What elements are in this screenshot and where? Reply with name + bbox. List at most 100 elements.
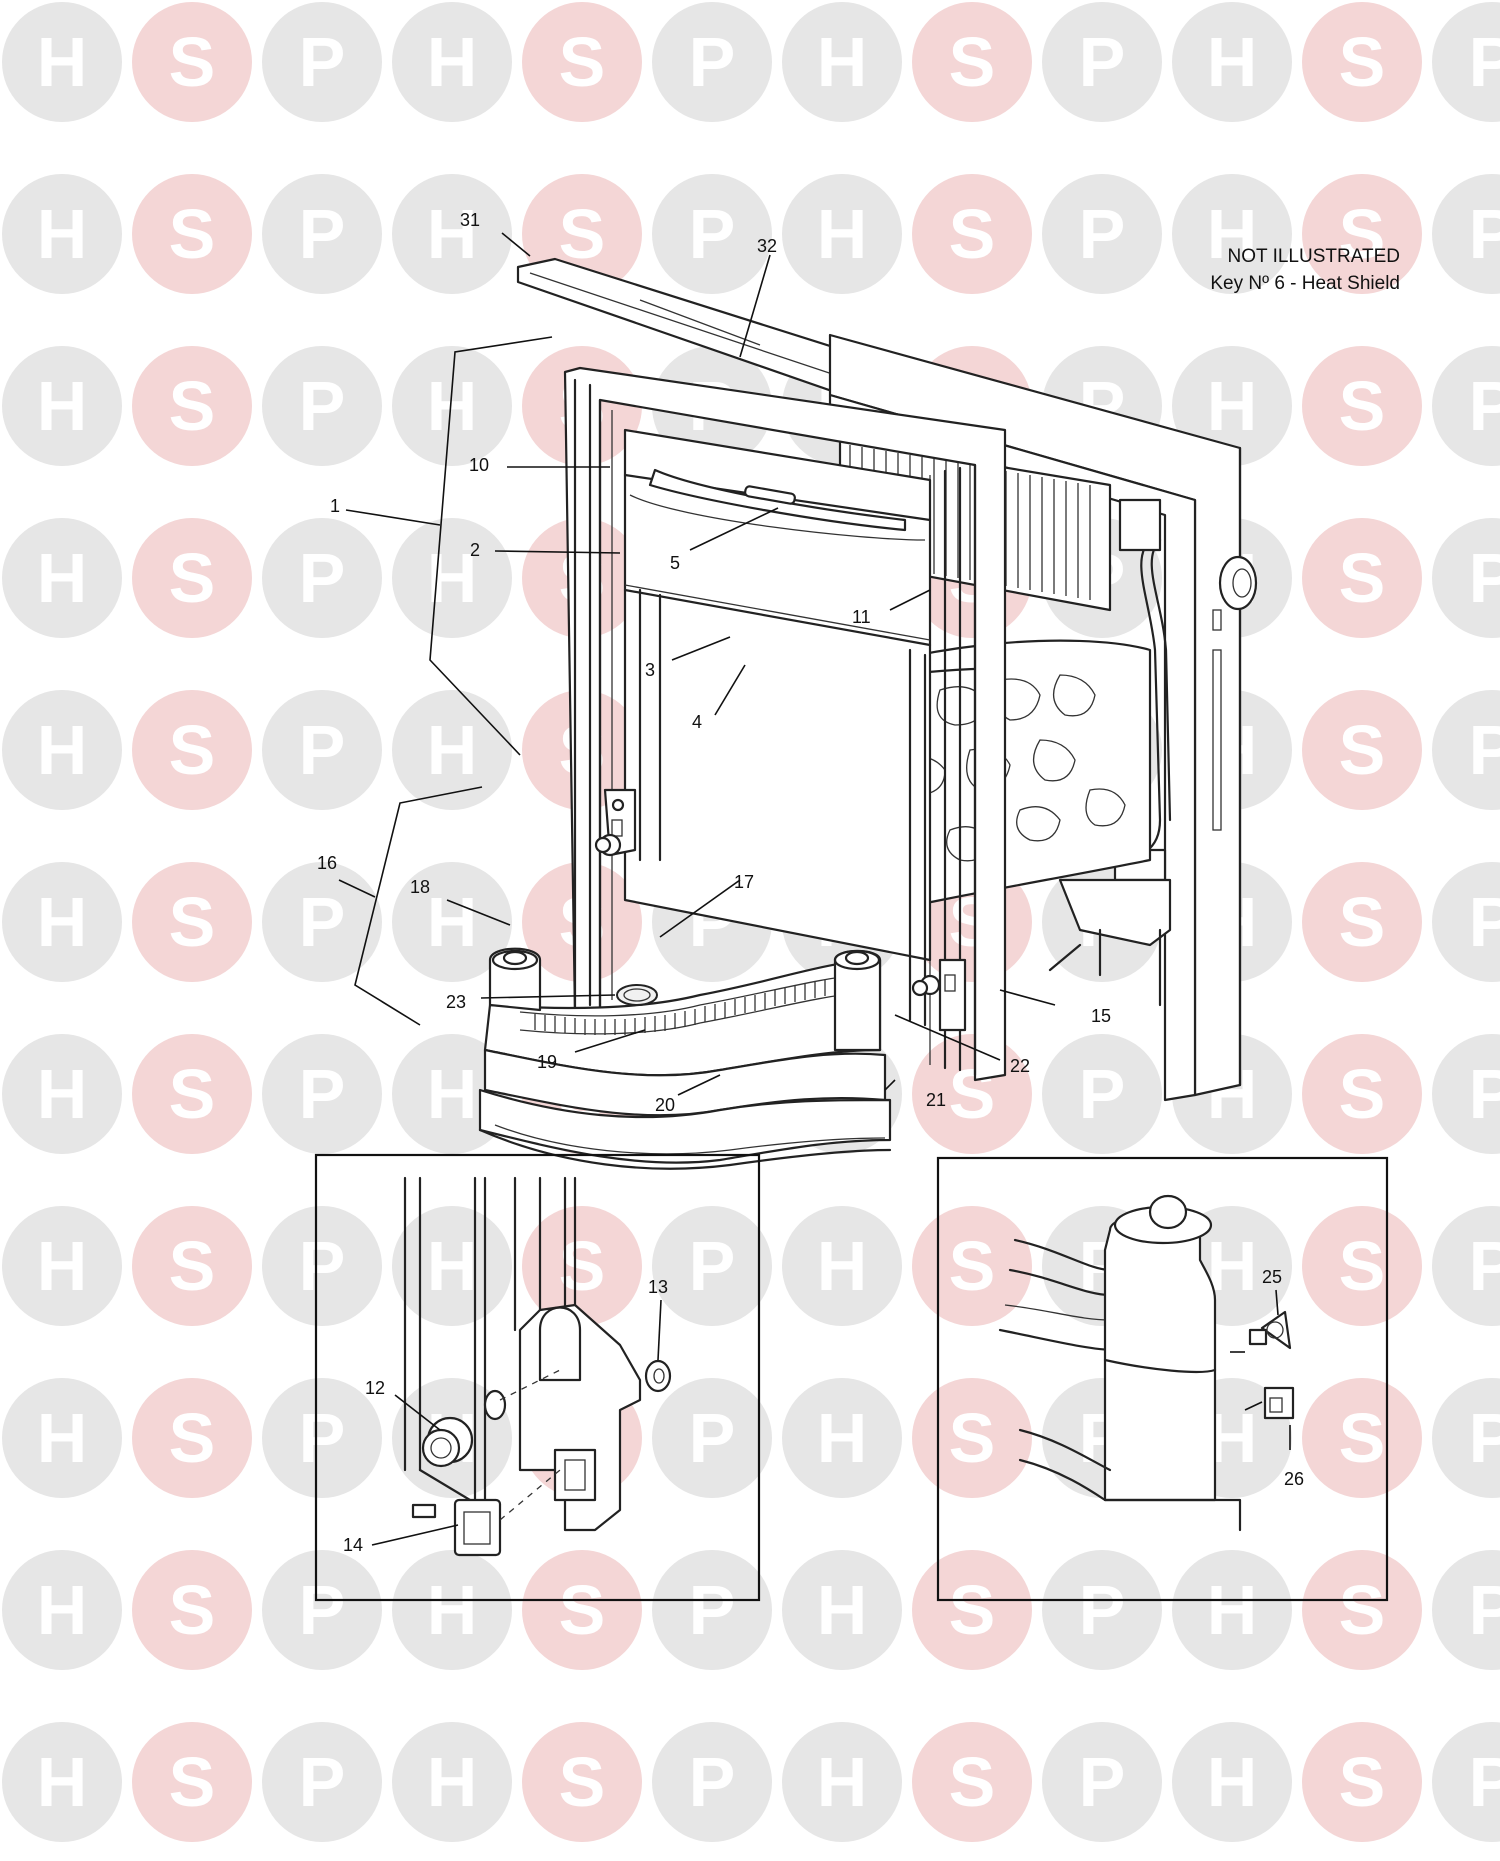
label-32: 32 — [757, 236, 777, 256]
watermark-badge: H — [392, 174, 512, 294]
watermark-circle — [262, 174, 382, 294]
watermark-badge: S — [132, 862, 252, 982]
watermark-letter: S — [1339, 539, 1386, 617]
watermark-letter: H — [427, 1571, 478, 1649]
watermark-badge: P — [652, 1722, 772, 1842]
label-4: 4 — [692, 712, 702, 732]
watermark-circle — [1302, 174, 1422, 294]
watermark-letter: S — [559, 1227, 606, 1305]
watermark-circle — [1432, 862, 1500, 982]
watermark-badge: H — [1172, 174, 1292, 294]
watermark-circle — [392, 862, 512, 982]
watermark-circle — [132, 1550, 252, 1670]
watermark-circle — [782, 2, 902, 122]
watermark-letter: P — [689, 1227, 736, 1305]
watermark-badge: P — [262, 518, 382, 638]
watermark-letter: P — [299, 23, 346, 101]
watermark-letter: S — [949, 1399, 996, 1477]
watermark-circle — [262, 1034, 382, 1154]
watermark-circle — [522, 1550, 642, 1670]
watermark-badge: S — [522, 2, 642, 122]
watermark-letter: S — [169, 539, 216, 617]
watermark-badge: P — [652, 1550, 772, 1670]
watermark-badge: H — [2, 174, 122, 294]
fret-assembly — [478, 947, 892, 1170]
watermark-circle — [912, 1206, 1032, 1326]
leader-lines — [338, 232, 1056, 1096]
watermark-circle — [1302, 1722, 1422, 1842]
label-12: 12 — [365, 1378, 385, 1398]
watermark-circle — [652, 1206, 772, 1326]
watermark-badge: P — [1432, 862, 1500, 982]
watermark-letter: S — [949, 1571, 996, 1649]
watermark-circle — [1172, 174, 1292, 294]
watermark-circle — [1302, 346, 1422, 466]
watermark-badge: P — [652, 174, 772, 294]
watermark-badge: S — [132, 518, 252, 638]
watermark-letter: S — [949, 1743, 996, 1821]
watermark-letter: P — [1079, 23, 1126, 101]
watermark-letter: S — [559, 1571, 606, 1649]
watermark-circle — [1302, 690, 1422, 810]
watermark-letter: H — [817, 1399, 868, 1477]
watermark-badge: H — [392, 2, 512, 122]
watermark-circle — [132, 2, 252, 122]
watermark-circle — [2, 862, 122, 982]
watermark-badge: P — [1432, 1378, 1500, 1498]
label-10: 10 — [469, 455, 489, 475]
watermark-letter: P — [1469, 883, 1500, 961]
watermark-letter: S — [1339, 1055, 1386, 1133]
watermark-badge: P — [262, 1378, 382, 1498]
label-2: 2 — [470, 540, 480, 560]
watermark-circle — [1432, 1034, 1500, 1154]
watermark-circle — [392, 1722, 512, 1842]
watermark-circle — [1042, 1034, 1162, 1154]
watermark-letter: S — [169, 195, 216, 273]
watermark-letter: H — [817, 1571, 868, 1649]
watermark-badge: P — [262, 1206, 382, 1326]
watermark-letter: P — [1469, 711, 1500, 789]
watermark-circle — [2, 2, 122, 122]
watermark-badge: S — [1302, 1206, 1422, 1326]
watermark-badge: P — [1432, 1206, 1500, 1326]
watermark-letter: P — [1469, 1399, 1500, 1477]
watermark-circle — [262, 2, 382, 122]
watermark-letter: H — [37, 711, 88, 789]
watermark-badge: P — [1432, 1722, 1500, 1842]
not-illustrated-note: NOT ILLUSTRATED Key Nº 6 - Heat Shield — [1210, 243, 1400, 297]
note-key-item: Key Nº 6 - Heat Shield — [1210, 273, 1400, 294]
front-fascia-frame — [563, 366, 1007, 1082]
watermark-letter: H — [37, 1743, 88, 1821]
watermark-circle — [132, 174, 252, 294]
watermark-letter: S — [169, 1227, 216, 1305]
watermark-letter: H — [817, 1227, 868, 1305]
watermark-circle — [1302, 1034, 1422, 1154]
watermark-badge: H — [782, 1550, 902, 1670]
watermark-circle — [1042, 1550, 1162, 1670]
watermark-circle — [1172, 1722, 1292, 1842]
watermark-circle — [652, 2, 772, 122]
watermark-badge: S — [132, 1378, 252, 1498]
detail-frame-right — [936, 1156, 1389, 1602]
watermark-circle — [652, 1550, 772, 1670]
watermark-badge: P — [262, 346, 382, 466]
label-20: 20 — [655, 1095, 675, 1115]
watermark-circle — [2, 1722, 122, 1842]
watermark-circle — [262, 1722, 382, 1842]
label-26: 26 — [1284, 1469, 1304, 1489]
watermark-badge: S — [912, 1550, 1032, 1670]
watermark-badge: H — [2, 1722, 122, 1842]
watermark-circle — [522, 1722, 642, 1842]
watermark-circle — [2, 1550, 122, 1670]
watermark-badge: S — [912, 174, 1032, 294]
watermark-letter: S — [169, 883, 216, 961]
watermark-circle — [262, 690, 382, 810]
watermark-badge: P — [1042, 1034, 1162, 1154]
watermark-badge: P — [652, 1378, 772, 1498]
label-25: 25 — [1262, 1267, 1282, 1287]
watermark-letter: S — [559, 195, 606, 273]
watermark-letter: H — [1207, 367, 1258, 445]
part-labels: 31 32 10 1 2 5 11 3 4 16 17 18 23 15 22 … — [317, 210, 1304, 1555]
watermark-badge: H — [392, 518, 512, 638]
watermark-letter: H — [37, 23, 88, 101]
